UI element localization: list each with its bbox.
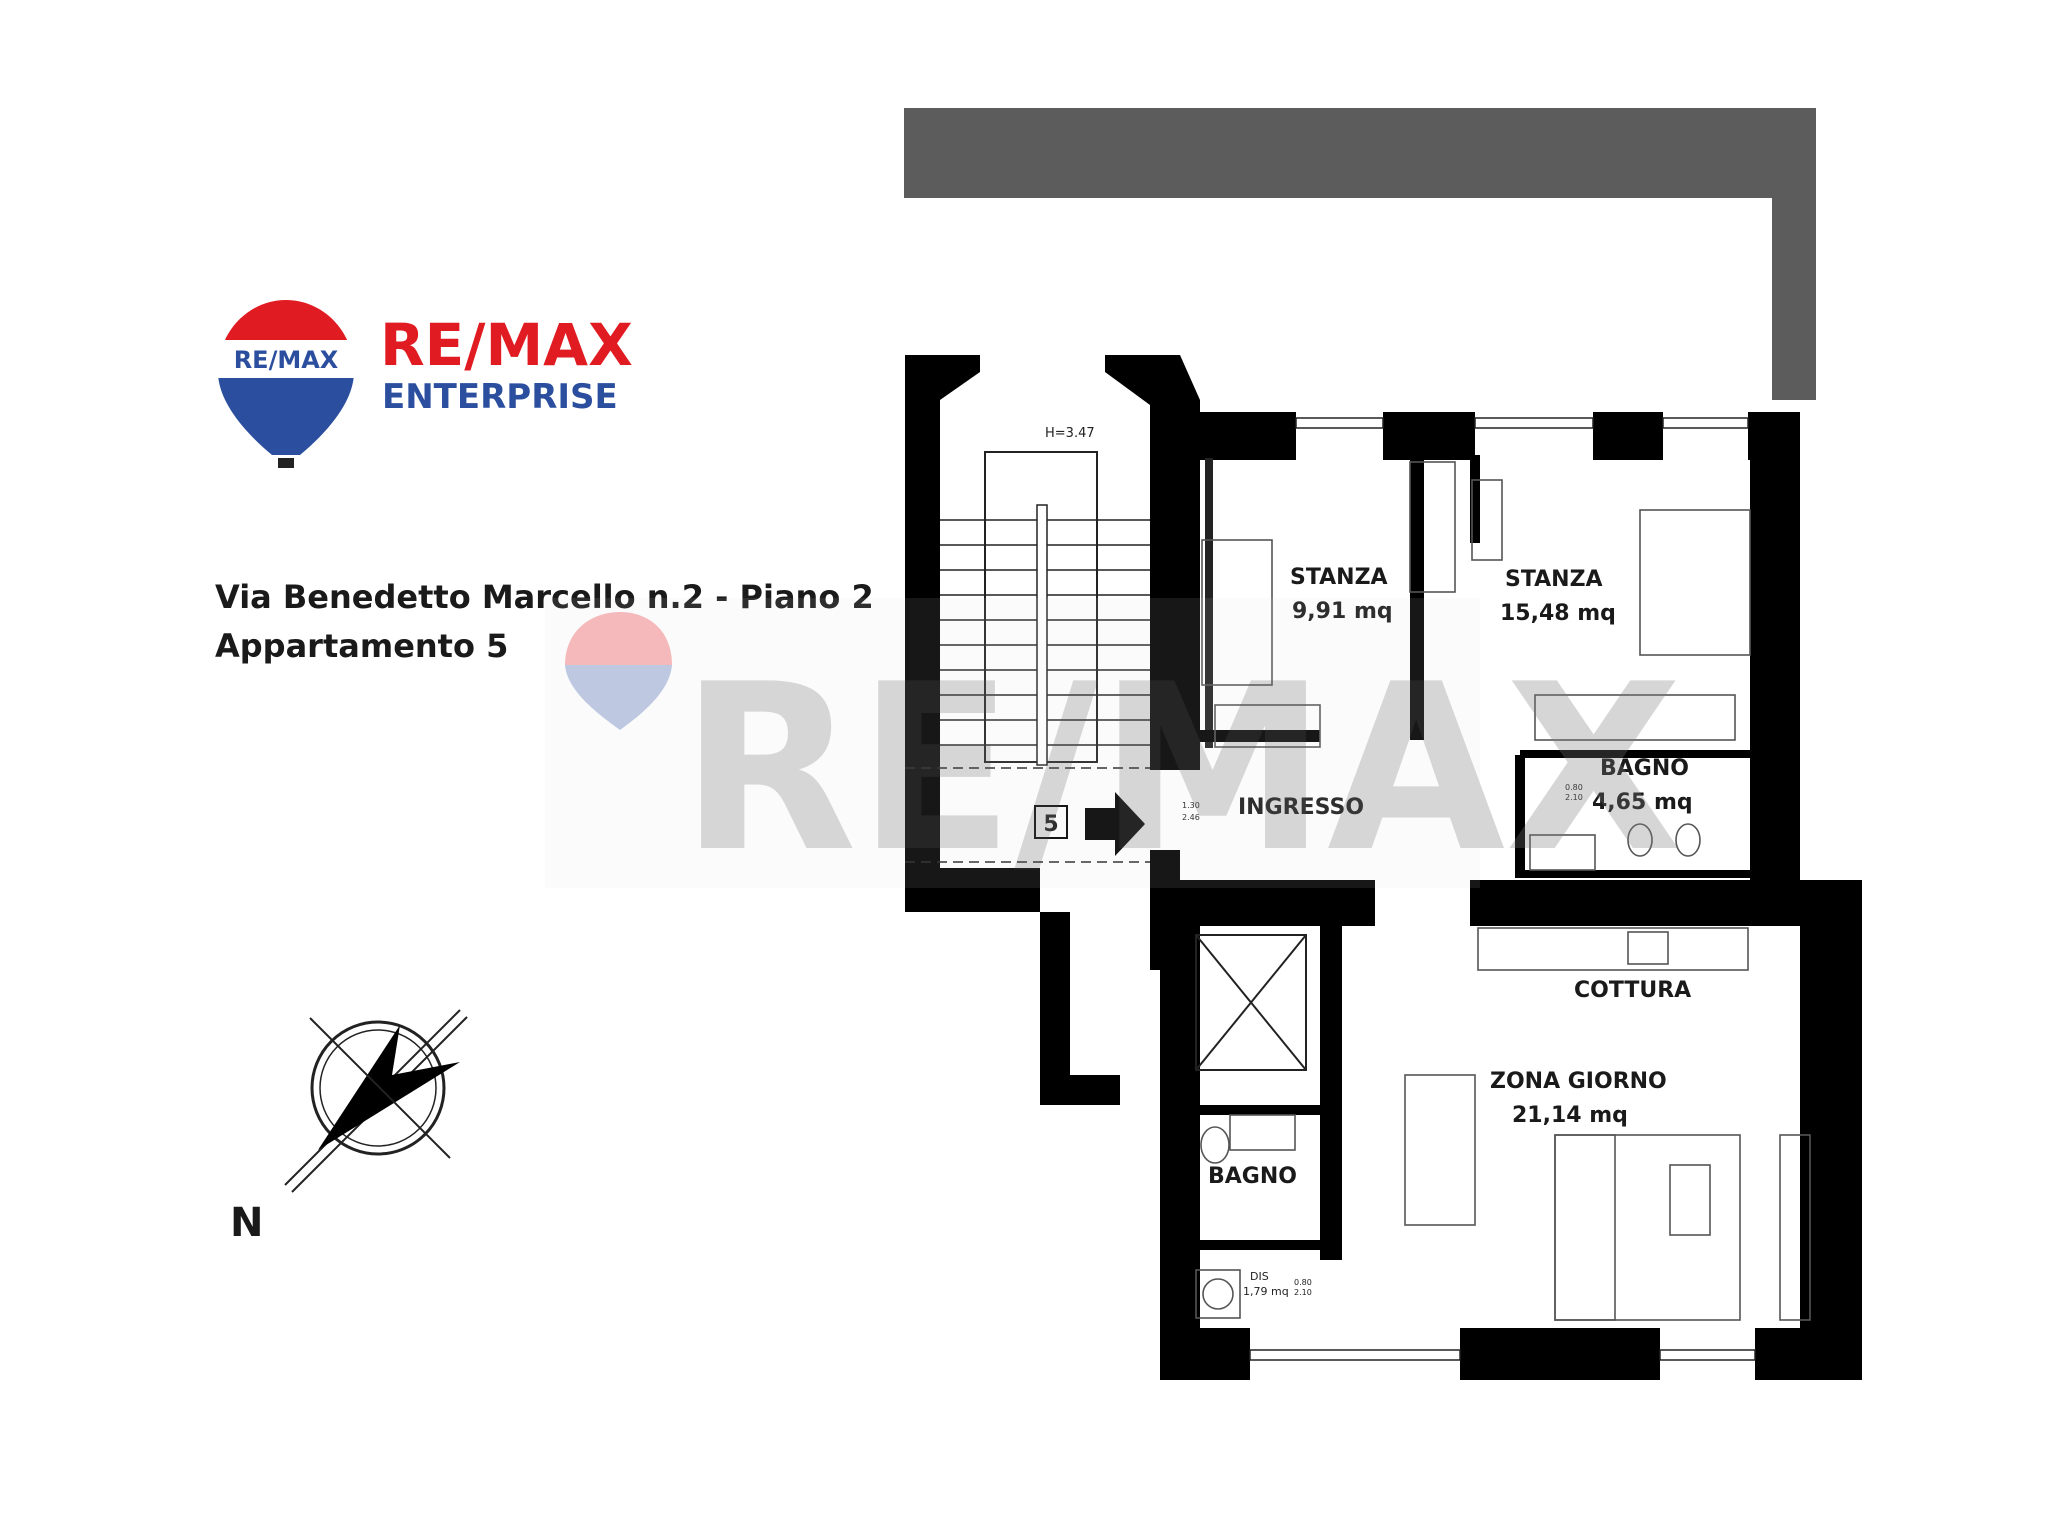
room-zona-giorno-name: ZONA GIORNO [1490,1069,1667,1094]
room-stanza2-area: 15,48 mq [1500,601,1616,626]
dis-door-height: 2.10 [1294,1288,1312,1297]
unit-line: Appartamento 5 [215,627,508,665]
bath1-door-width: 0.80 [1565,783,1583,792]
windows [1249,417,1756,1361]
north-label: N [230,1200,263,1246]
remax-logo: RE/MAX RE/MAX ENTERPRISE [218,300,633,468]
entry-door-width: 1.30 [1182,801,1200,810]
room-ingresso-name: INGRESSO [1238,795,1364,820]
room-stanza2-name: STANZA [1505,567,1603,592]
room-dis-name: DIS [1250,1270,1269,1283]
watermark-text: RE/MAX [680,636,1682,903]
bath1-door-height: 2.10 [1565,793,1583,802]
room-cottura-name: COTTURA [1574,978,1691,1003]
address-line: Via Benedetto Marcello n.2 - Piano 2 [215,578,874,616]
balloon-icon: RE/MAX [218,300,354,468]
room-stanza1-area: 9,91 mq [1292,599,1393,624]
entry-arrow-icon [1085,792,1145,856]
watermark: RE/MAX [545,598,1682,903]
room-bagno1-name: BAGNO [1600,756,1689,781]
dis-door-width: 0.80 [1294,1278,1312,1287]
entry-door-height: 2.46 [1182,813,1200,822]
room-bagno2-name: BAGNO [1208,1164,1297,1189]
room-dis-area: 1,79 mq [1243,1285,1289,1298]
compass-icon [284,1009,468,1193]
room-bagno1-area: 4,65 mq [1592,790,1693,815]
room-stanza1-name: STANZA [1290,565,1388,590]
brand-sub: ENTERPRISE [382,377,618,417]
stair-height: H=3.47 [1045,426,1095,441]
balcony [904,108,1816,400]
balloon-text: RE/MAX [234,346,339,374]
unit-number: 5 [1043,812,1058,837]
furniture [1195,461,1811,1321]
apartment-walls [1150,412,1862,1380]
room-zona-giorno-area: 21,14 mq [1512,1103,1628,1128]
brand-name: RE/MAX [380,311,633,379]
